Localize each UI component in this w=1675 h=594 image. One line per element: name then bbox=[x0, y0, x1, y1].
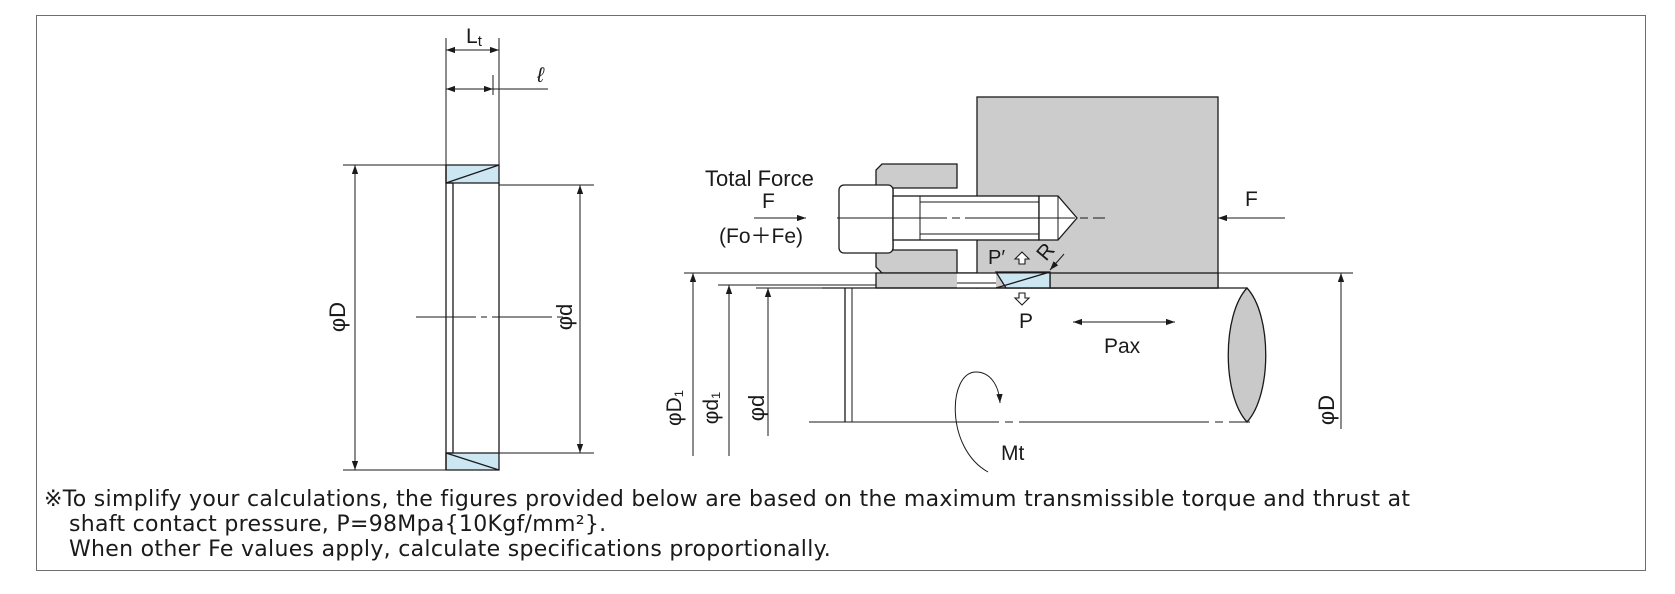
axial-pressure-label: Pax bbox=[1104, 335, 1141, 358]
width-label-lt: Lt bbox=[466, 25, 483, 50]
force-label-left: F bbox=[762, 190, 775, 213]
ring-labels: Lt ℓ φD φd bbox=[325, 25, 577, 332]
note-line-3: When other Fe values apply, calculate sp… bbox=[69, 537, 832, 562]
pressure-arrows bbox=[1013, 251, 1031, 306]
force-label-right: F bbox=[1245, 188, 1258, 211]
pressure-down-arrow bbox=[1013, 292, 1031, 306]
housing-block bbox=[976, 96, 1219, 289]
note-line-2: shaft contact pressure, P=98Mpa{10Kgf/mm… bbox=[69, 512, 607, 537]
housing-bottom-strip bbox=[1049, 272, 1219, 289]
bolt-head bbox=[838, 184, 894, 254]
ring-cross-section bbox=[343, 38, 594, 471]
calculation-note: ※To simplify your calculations, the figu… bbox=[44, 487, 1639, 562]
figure-frame bbox=[36, 15, 1646, 571]
inner-diameter-label: φd bbox=[552, 304, 577, 331]
total-force-label: Total Force bbox=[705, 166, 814, 191]
assembly-dimensions bbox=[684, 214, 1353, 473]
pressure-up-arrow bbox=[1013, 251, 1031, 265]
shaft-break-section bbox=[1227, 287, 1267, 423]
note-line-1: ※To simplify your calculations, the figu… bbox=[44, 487, 1411, 512]
d1-outer-label: φD₁ bbox=[663, 390, 686, 426]
pressure-prime-label: P′ bbox=[988, 247, 1005, 269]
force-components-label: (Fo＋Fe) bbox=[719, 225, 803, 248]
pressure-label: P bbox=[1019, 310, 1033, 333]
flange-label: ℓ bbox=[536, 64, 545, 87]
d-label: φd bbox=[744, 395, 769, 422]
torque-label: Mt bbox=[1001, 442, 1024, 465]
housing-d-label: φD bbox=[1314, 395, 1339, 425]
d1-inner-label: φd₁ bbox=[700, 392, 723, 424]
assembly-drawing bbox=[809, 96, 1267, 423]
outer-diameter-label: φD bbox=[325, 302, 350, 332]
torque-arrow bbox=[954, 371, 1003, 473]
